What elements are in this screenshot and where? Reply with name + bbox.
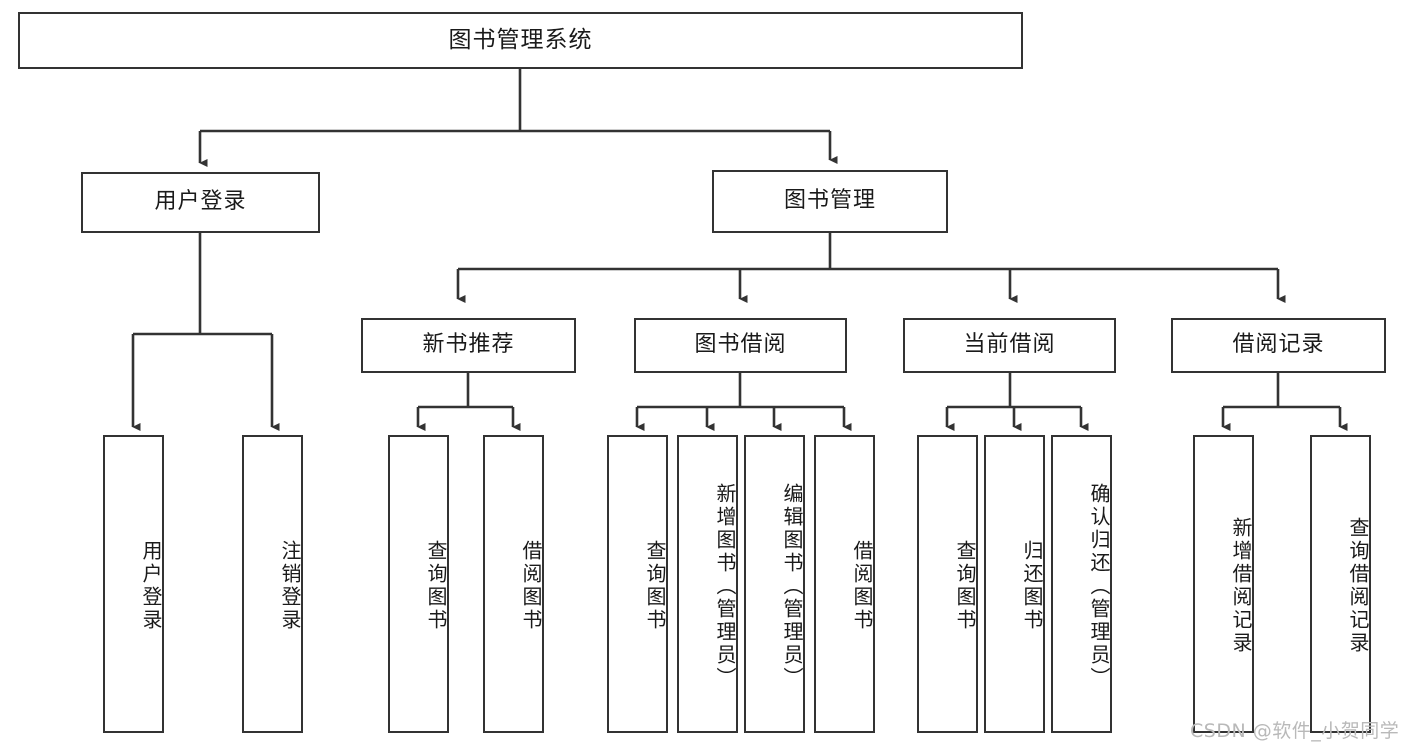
node-label: 新书推荐: [422, 332, 515, 358]
node-current-borrow[interactable]: 当前借阅: [903, 318, 1116, 373]
node-label: 新增图书（管理员）: [713, 482, 737, 690]
leaf-borrow-borrow-book[interactable]: 借阅图书: [814, 435, 875, 733]
node-label: 用户登录: [154, 189, 247, 215]
leaf-borrow-query-book[interactable]: 查询图书: [607, 435, 668, 733]
node-label: 查询图书: [424, 540, 448, 632]
node-label: 借阅图书: [519, 540, 543, 632]
leaf-current-query-book[interactable]: 查询图书: [917, 435, 978, 733]
node-label: 图书管理系统: [448, 26, 593, 53]
leaf-record-query-record[interactable]: 查询借阅记录: [1310, 435, 1371, 733]
node-label: 确认归还（管理员）: [1087, 482, 1111, 690]
node-label: 新增借阅记录: [1229, 517, 1253, 655]
leaf-user-login-signin[interactable]: 用户登录: [103, 435, 164, 733]
node-label: 当前借阅: [963, 332, 1056, 358]
node-book-borrow[interactable]: 图书借阅: [634, 318, 847, 373]
node-label: 查询图书: [643, 540, 667, 632]
leaf-borrow-edit-book-admin[interactable]: 编辑图书（管理员）: [744, 435, 805, 733]
node-label: 借阅记录: [1232, 332, 1325, 358]
node-label: 图书管理: [783, 188, 876, 214]
leaf-recommend-borrow-book[interactable]: 借阅图书: [483, 435, 544, 733]
node-label: 编辑图书（管理员）: [780, 482, 804, 690]
leaf-record-add-record[interactable]: 新增借阅记录: [1193, 435, 1254, 733]
node-user-login[interactable]: 用户登录: [81, 172, 320, 233]
node-label: 查询借阅记录: [1346, 517, 1370, 655]
node-label: 查询图书: [953, 540, 977, 632]
csdn-watermark: CSDN @软件_小贺同学: [1190, 720, 1400, 742]
node-label: 借阅图书: [850, 540, 874, 632]
node-label: 归还图书: [1020, 540, 1044, 632]
node-label: 图书借阅: [694, 332, 787, 358]
node-new-book-recommend[interactable]: 新书推荐: [361, 318, 576, 373]
leaf-recommend-query-book[interactable]: 查询图书: [388, 435, 449, 733]
node-label: 注销登录: [278, 540, 302, 632]
leaf-user-login-signout[interactable]: 注销登录: [242, 435, 303, 733]
node-book-management[interactable]: 图书管理: [712, 170, 948, 233]
node-borrow-record[interactable]: 借阅记录: [1171, 318, 1386, 373]
leaf-current-return-book[interactable]: 归还图书: [984, 435, 1045, 733]
leaf-borrow-add-book-admin[interactable]: 新增图书（管理员）: [677, 435, 738, 733]
node-label: 用户登录: [139, 540, 163, 632]
node-root-system[interactable]: 图书管理系统: [18, 12, 1023, 69]
leaf-current-confirm-return-admin[interactable]: 确认归还（管理员）: [1051, 435, 1112, 733]
